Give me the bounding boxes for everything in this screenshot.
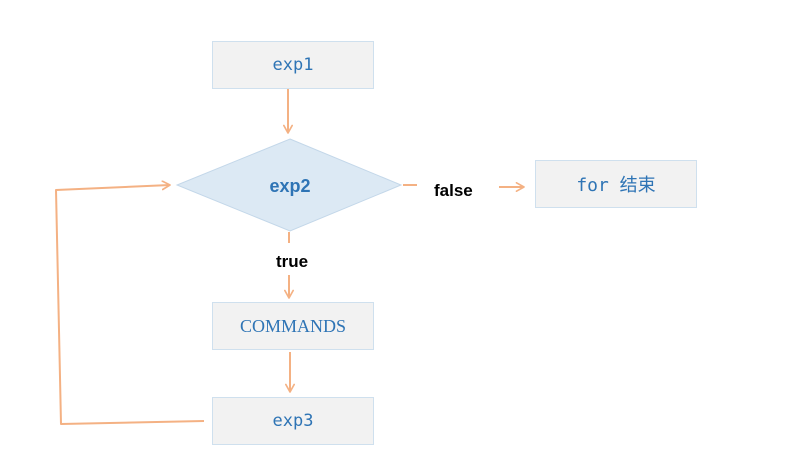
- exp3-box: exp3: [212, 397, 374, 445]
- exp2-diamond: [175, 138, 403, 232]
- arrow-exp3-loop-to-exp2: [55, 180, 205, 425]
- exp3-label: exp3: [272, 411, 314, 431]
- exp1-label: exp1: [272, 55, 314, 75]
- for-end-label: for 结束: [576, 175, 656, 196]
- commands-box: COMMANDS: [212, 302, 374, 350]
- for-end-box: for 结束: [535, 160, 697, 208]
- true-label: true: [276, 252, 309, 271]
- commands-label: COMMANDS: [239, 315, 347, 336]
- false-label: false: [434, 181, 473, 200]
- exp1-box: exp1: [212, 41, 374, 89]
- exp2-label: exp2: [269, 175, 311, 196]
